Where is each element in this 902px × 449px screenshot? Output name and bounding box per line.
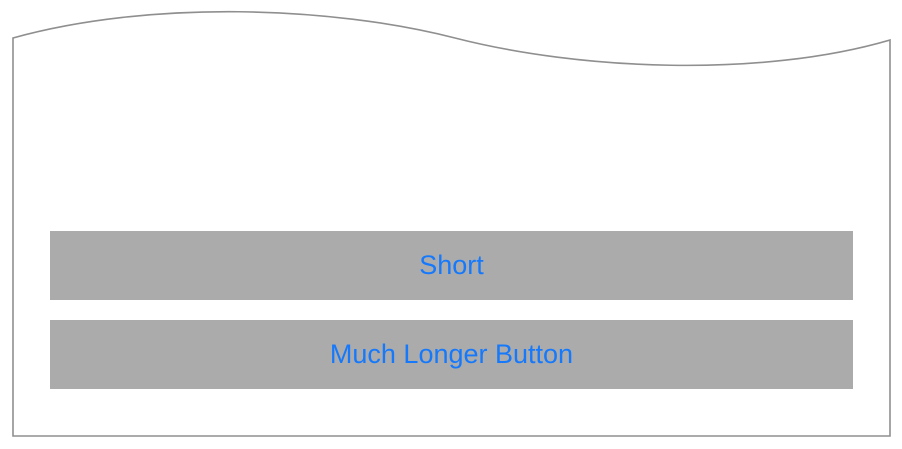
short-button[interactable]: Short [50, 231, 853, 300]
much-longer-button[interactable]: Much Longer Button [50, 320, 853, 389]
button-stack: Short Much Longer Button [50, 231, 853, 389]
